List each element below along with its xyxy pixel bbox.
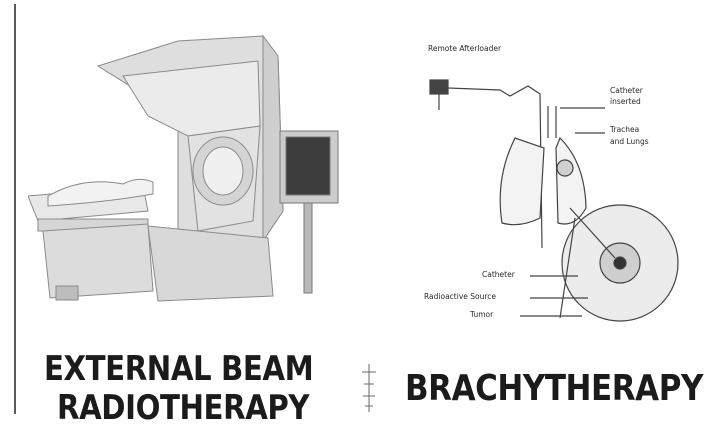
label-trachea-1: Trachea [610, 125, 639, 134]
label-catheter-inserted-2: inserted [610, 97, 641, 106]
brachytherapy-diagram [410, 18, 710, 338]
caption-radiotherapy: RADIOTHERAPY [57, 388, 309, 428]
label-afterloader: Remote Afterloader [428, 44, 501, 53]
linear-accelerator-illustration [28, 6, 358, 326]
label-catheter-inserted-1: Catheter [610, 86, 643, 95]
label-trachea-2: and Lungs [610, 137, 649, 146]
label-tumor: Tumor [470, 310, 493, 319]
caption-brachytherapy: BRACHYTHERAPY [405, 368, 703, 409]
divider-glyph [358, 360, 380, 416]
label-catheter: Catheter [482, 270, 515, 279]
caption-external-beam: EXTERNAL BEAM [44, 349, 313, 389]
label-radiation-source: Radioactive Source [424, 292, 496, 301]
left-border-rule [14, 4, 16, 414]
